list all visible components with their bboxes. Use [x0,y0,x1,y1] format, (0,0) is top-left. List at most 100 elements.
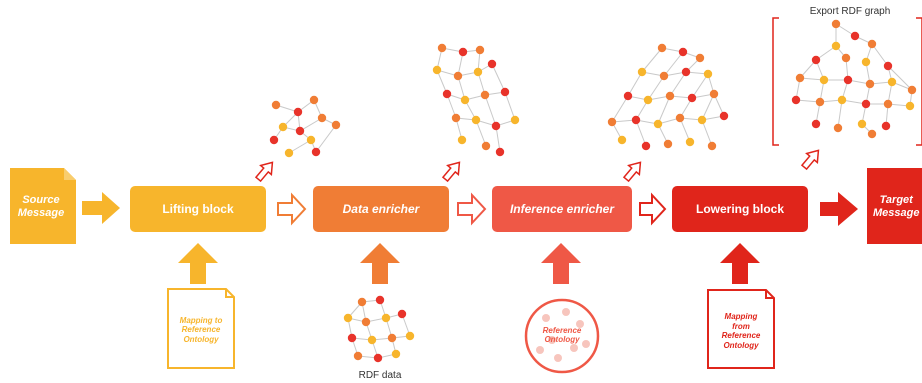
graph-node [887,77,897,87]
inference-enricher-block [492,186,632,232]
rdf-graph-input [343,295,415,363]
graph-edge [315,124,337,153]
graph-edge [691,73,709,99]
data-enricher-block [313,186,449,232]
graph-node [811,55,821,65]
graph-edge [669,71,687,97]
target-message-document [867,168,922,244]
graph-node [343,313,353,323]
graph-node [353,351,363,361]
graph-node [695,53,705,63]
graph-node [460,95,470,105]
graph-node [442,89,452,99]
data-enricher-label: Data enricher [342,202,420,216]
source-message-label: Source Message [17,194,65,219]
graph-node [865,79,875,89]
graph-node [295,126,305,136]
export-graph-label: Export RDF graph [795,6,905,17]
graph-node [907,85,917,95]
graph-node [317,113,327,123]
graph-node [487,59,497,69]
graph-node [278,122,288,132]
mapping-to-fold [225,289,234,298]
arrow-inference-to-lowering [639,192,667,226]
graph-node [432,65,442,75]
graph-edge [871,43,889,67]
graph-edge [641,47,663,73]
graph-node [795,73,805,83]
graph-node [663,139,673,149]
mapping-to-document [167,288,235,369]
graph-node [883,61,893,71]
graph-edge [627,71,643,97]
graph-node [843,75,853,85]
graph-node [883,99,893,109]
lowering-block-label: Lowering block [695,202,784,216]
graph-node [687,93,697,103]
graph-edge [647,75,665,101]
graph-node [481,141,491,151]
graph-edge [436,69,448,95]
graph-edge [495,125,501,153]
inference-enricher-label: Inference enricher [509,202,615,216]
graph-node [437,43,447,53]
diag-arrow-lifting [254,161,274,183]
graph-node [293,107,303,117]
graph-node [473,67,483,77]
graph-node [405,331,415,341]
graph-node [357,297,367,307]
graph-node [284,148,294,158]
arrow-up-mapping-to [178,243,218,284]
diag-arrow-export [800,149,820,171]
graph-edge [288,139,312,154]
graph-node [458,47,468,57]
graph-node [457,135,467,145]
graph-edge [679,117,691,143]
graph-edge [504,91,516,121]
source-message-document [10,168,76,244]
graph-node [269,135,279,145]
graph-node [857,119,867,129]
graph-node [867,129,877,139]
mapping-from-document [707,289,775,369]
graph-node [707,141,717,151]
graph-node [381,313,391,323]
rdf-graph-export [791,19,917,139]
graph-node [471,115,481,125]
graph-node [657,43,667,53]
graph-node [905,101,915,111]
graph-node [361,317,371,327]
graph-edge [611,95,629,123]
graph-node [867,39,877,49]
graph-node [685,137,695,147]
graph-node [837,95,847,105]
graph-node [815,97,825,107]
diag-arrow-inference [622,161,642,183]
reference-ontology-faint-dots [536,308,590,362]
mapping-from-fold [765,290,774,299]
arrow-lowering-to-target [820,192,858,226]
mapping-from-label: Mapping from Reference Ontology [721,312,761,350]
graph-edge [635,119,647,147]
graph-node [681,67,691,77]
graph-node [391,349,401,359]
graph-node [653,119,663,129]
graph-node [703,69,713,79]
graph-node [475,45,485,55]
rdf-graph-data-enricher [432,43,520,157]
graph-edge [446,93,457,119]
graph-edge [837,99,843,129]
graph-node [709,89,719,99]
graph-edge [484,94,497,127]
graph-node [451,113,461,123]
graph-node [367,335,377,345]
arrow-up-mapping-from [720,243,760,284]
graph-edge [663,51,684,77]
rdf-graph-inference-enricher [607,43,729,151]
source-message-fold [64,168,76,180]
graph-node [678,47,688,57]
graph-node [861,99,871,109]
graph-node [719,111,729,121]
graph-edge [701,119,713,147]
